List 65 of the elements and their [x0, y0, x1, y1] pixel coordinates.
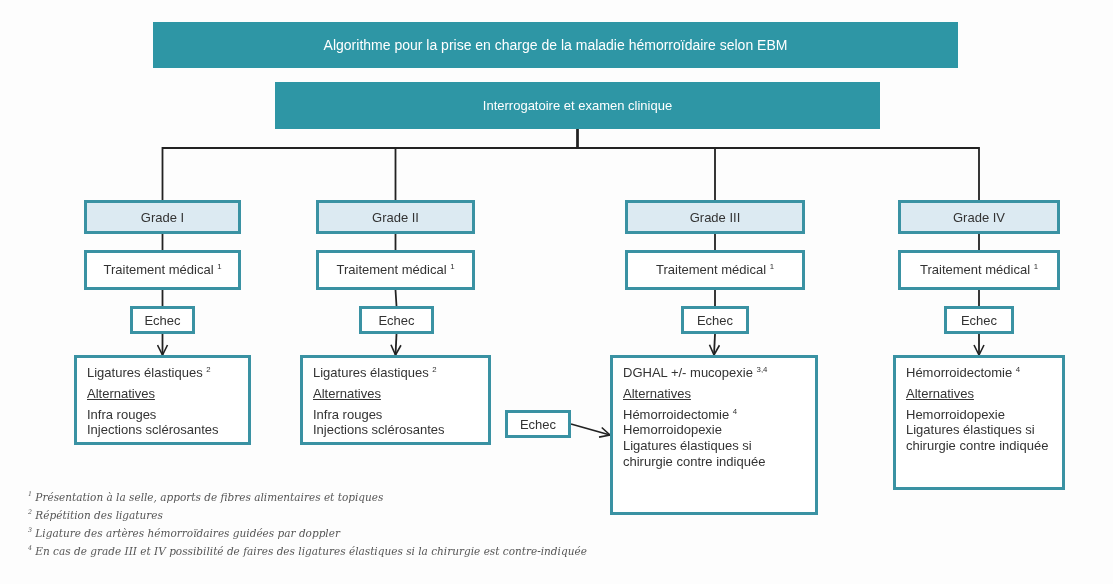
process-box [130, 306, 195, 334]
node-label: Hemorroidopexie [623, 422, 722, 439]
process-box [84, 250, 241, 290]
process-box [681, 306, 749, 334]
node-label: Echec [960, 312, 998, 328]
node-label: Interrogatoire et examen clinique [482, 98, 673, 113]
arrow [570, 423, 611, 438]
arrow [708, 333, 721, 356]
section-heading: Alternatives [906, 385, 974, 402]
node-label: Ligatures élastiques $^{2}$ [87, 365, 211, 381]
node-label: Grade III [689, 209, 741, 225]
connector-line [978, 233, 980, 251]
node-label: Grade II [372, 209, 419, 225]
node-label: Injections sclérosantes [313, 422, 445, 438]
footnote: $^{1}$ Présentation à la selle, apports de fibres alimentaires et topiques [28, 490, 384, 503]
connector-line [978, 289, 980, 307]
footnote: $^{4}$ En cas de grade III et IV possibilité de faires des ligatures élastiques si la chirurgie est contre-indiquée [28, 544, 587, 557]
connector-line [714, 289, 716, 307]
node-label: Ligatures élastiques $^{2}$ [313, 365, 437, 381]
node-label: Grade IV [953, 209, 1005, 225]
process-box [625, 250, 805, 290]
grade-box [316, 200, 475, 234]
grade-box [898, 200, 1060, 234]
connector-line [576, 128, 980, 201]
node-label: Traitement médical $^{1}$ [103, 262, 222, 278]
arrow [156, 333, 169, 356]
node-label: Hémorroidectomie $^{4}$ [623, 406, 738, 423]
node-label: Ligatures élastiques si chirurgie contre indiquée [623, 438, 767, 470]
arrow [390, 333, 402, 356]
treatment-box [610, 355, 818, 515]
node-label: Grade I [140, 209, 185, 225]
node-label: Infra rouges [313, 406, 383, 423]
title-banner: Algorithme pour la prise en charge de la maladie hémorroïdaire selon EBM [153, 22, 958, 68]
node-label: Echec [378, 312, 415, 328]
process-box [505, 410, 571, 438]
treatment-box [74, 355, 251, 445]
footnote: $^{2}$ Répétition des ligatures [28, 508, 163, 521]
treatment-box [300, 355, 491, 445]
footnote: $^{3}$ Ligature des artères hémorroïdaires guidées par doppler [28, 526, 340, 539]
process-box [944, 306, 1014, 334]
node-label: Ligatures élastiques si chirurgie contre indiquée [906, 422, 1050, 454]
process-box [898, 250, 1060, 290]
arrow [973, 333, 985, 356]
process-box [359, 306, 434, 334]
process-banner [275, 82, 880, 129]
node-label: Infra rouges [87, 406, 157, 423]
section-heading: Alternatives [313, 385, 381, 402]
node-label: Traitement médical $^{1}$ [656, 262, 774, 278]
connector-line [714, 233, 716, 251]
node-label: Hemorroidopexie [906, 406, 1005, 423]
grade-box [84, 200, 241, 234]
node-label: DGHAL +/- mucopexie $^{3,4}$ [623, 365, 768, 381]
node-label: Traitement médical $^{1}$ [336, 262, 455, 278]
section-heading: Alternatives [87, 385, 155, 402]
node-label: Echec [519, 416, 557, 432]
section-heading: Alternatives [623, 385, 691, 402]
connector-line [394, 289, 398, 307]
treatment-box [893, 355, 1065, 490]
process-box [316, 250, 475, 290]
grade-box [625, 200, 805, 234]
node-label: Hémorroidectomie $^{4}$ [906, 365, 1021, 381]
node-label: Injections sclérosantes [87, 422, 219, 438]
node-label: Echec [144, 312, 181, 328]
node-label: Traitement médical $^{1}$ [920, 262, 1038, 278]
node-label: Echec [696, 312, 734, 328]
